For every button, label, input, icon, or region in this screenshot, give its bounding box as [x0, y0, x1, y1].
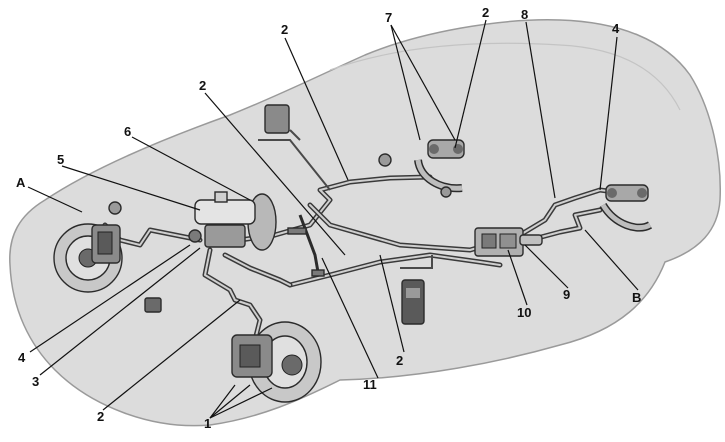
callout-1: 1	[204, 416, 211, 431]
master-cylinder-booster	[188, 191, 277, 251]
callout-5: 5	[57, 152, 64, 167]
leader-lines	[27, 19, 639, 419]
callout-3: 3	[32, 374, 39, 389]
callout-10: 10	[517, 305, 531, 320]
front-left-disc-brake	[53, 223, 123, 293]
callout-2-upper-left: 2	[199, 78, 206, 93]
callout-labels: 1 2 2 2 2 2 3 4 4 5 6 7 8 9 10 11 A B	[16, 5, 641, 431]
window-line	[329, 42, 681, 111]
car-body	[9, 19, 721, 427]
callout-A: A	[16, 175, 26, 190]
callout-B: B	[632, 290, 641, 305]
line-brackets	[108, 104, 452, 325]
rear-left-drum-brake	[414, 139, 465, 193]
callout-2-top-right: 2	[482, 5, 489, 20]
callout-2-bottom-left: 2	[97, 409, 104, 424]
callout-4-left: 4	[18, 350, 26, 365]
callout-6: 6	[124, 124, 131, 139]
callout-2-bottom-center: 2	[396, 353, 403, 368]
callout-2-top: 2	[281, 22, 288, 37]
callout-8: 8	[521, 7, 528, 22]
callout-7: 7	[385, 10, 392, 25]
callout-11: 11	[363, 377, 377, 392]
callout-4-right: 4	[612, 21, 620, 36]
front-right-disc-brake	[231, 321, 322, 403]
pressure-regulator	[474, 227, 543, 257]
callout-9: 9	[563, 287, 570, 302]
rear-right-drum-brake	[599, 184, 653, 232]
brake-pedal	[287, 214, 325, 277]
